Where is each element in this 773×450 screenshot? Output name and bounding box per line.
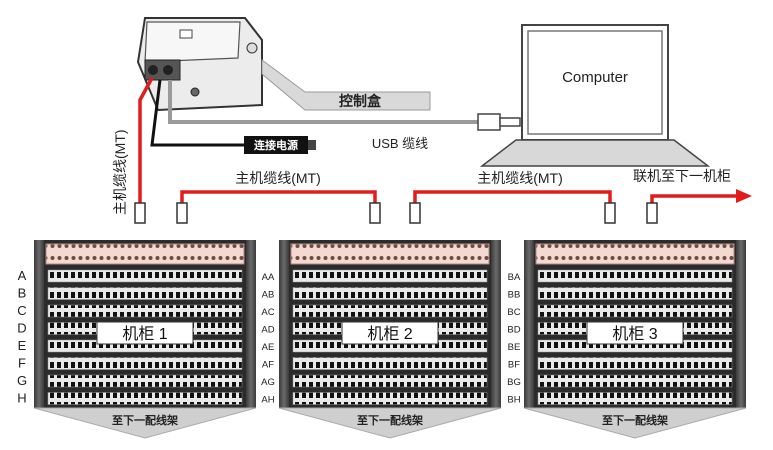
- cabinet-rail-left: [524, 240, 534, 408]
- cabinet-2: AA AB AC AD AE AF AG AH 机柜 2 至下一配线架: [261, 240, 502, 439]
- patch-panel-row: [537, 304, 733, 318]
- row-label: AC: [261, 307, 274, 318]
- usb-cable: [168, 80, 480, 124]
- power-cable: [150, 79, 244, 147]
- cabinet-name-box: [586, 321, 684, 345]
- cabinet-name-box: [341, 321, 439, 345]
- next-panel-label: 至下一配线架: [602, 413, 668, 427]
- next-cabinet-label: 联机至下一机柜: [633, 168, 731, 184]
- usb-plug: [477, 113, 501, 131]
- patch-panel-row: [47, 374, 243, 388]
- main-cable-2: [413, 190, 612, 205]
- row-label: D: [17, 321, 26, 336]
- tray-arrow: [278, 407, 502, 439]
- main-cable-vertical: [138, 77, 154, 205]
- row-label: BC: [507, 307, 520, 318]
- row-label: H: [17, 391, 26, 406]
- main-cable-vertical-label: 主机缆线(MT): [112, 129, 128, 215]
- patch-panel-row: [47, 304, 243, 318]
- laptop-base: [479, 139, 711, 167]
- computer-laptop: Computer: [479, 24, 711, 167]
- cabinet-top-panel: [45, 243, 245, 265]
- cabinet-rail-left: [279, 240, 289, 408]
- tray-arrow: [33, 407, 257, 439]
- tray-arrow: [523, 407, 747, 439]
- cable-connectors: [134, 202, 658, 224]
- cabinet-rail-right: [491, 240, 501, 408]
- main-cable-2-label: 主机缆线(MT): [477, 170, 563, 186]
- next-cabinet-cable: [650, 194, 738, 205]
- row-label: E: [18, 338, 27, 353]
- row-label: AE: [262, 342, 275, 353]
- row-label: AG: [261, 377, 275, 388]
- row-label: B: [18, 286, 27, 301]
- patch-panel-row: [292, 304, 488, 318]
- cabinet-name-box: [96, 321, 194, 345]
- cabinet-top-panel: [290, 243, 490, 265]
- row-label: G: [17, 373, 27, 388]
- power-plug: [244, 136, 308, 154]
- computer-label: Computer: [562, 69, 628, 86]
- row-label: BA: [508, 272, 521, 283]
- cabinet-name: 机柜 2: [367, 325, 412, 343]
- row-label: BH: [507, 395, 520, 406]
- row-label: BD: [507, 325, 520, 336]
- main-cable-1-label: 主机缆线(MT): [235, 170, 321, 186]
- main-cable-1: [180, 190, 377, 205]
- cabinet-rail-left: [34, 240, 44, 408]
- cabinet-name: 机柜 3: [612, 325, 657, 343]
- next-panel-label: 至下一配线架: [112, 413, 178, 427]
- patch-panel-row: [537, 374, 733, 388]
- row-label: F: [18, 356, 26, 371]
- patch-panel-row: [47, 392, 243, 405]
- row-label: AB: [262, 290, 275, 301]
- cabinet-rail-right: [736, 240, 746, 408]
- row-label: BE: [508, 342, 521, 353]
- row-label: A: [18, 268, 27, 283]
- patch-panel-row: [292, 374, 488, 388]
- cabinet-rail-right: [246, 240, 256, 408]
- usb-label: USB 缆线: [372, 136, 428, 151]
- row-label: C: [17, 303, 26, 318]
- patch-panel-row: [292, 392, 488, 405]
- power-label: 连接电源: [254, 138, 298, 152]
- patch-panel-row: [47, 357, 243, 370]
- row-label: BG: [507, 377, 521, 388]
- control-box-ports: [144, 59, 181, 81]
- control-box-callout: [261, 59, 431, 111]
- row-label: BF: [508, 360, 520, 371]
- patch-panel-row: [292, 287, 488, 300]
- cabinet-3: BA BB BC BD BE BF BG BH 机柜 3 至下一配线架: [507, 240, 747, 439]
- row-label: AF: [262, 360, 274, 371]
- next-cabinet-arrow-icon: [736, 189, 752, 203]
- row-label: AD: [261, 325, 274, 336]
- patch-panel-row: [537, 357, 733, 370]
- patch-panel-row: [537, 269, 733, 283]
- computer-screen: [527, 30, 663, 135]
- cabinet-name: 机柜 1: [122, 325, 167, 343]
- row-label: AH: [261, 395, 274, 406]
- patch-panel-row: [292, 269, 488, 283]
- patch-panel-row: [537, 392, 733, 405]
- row-label: BB: [508, 290, 521, 301]
- patch-panel-row: [47, 269, 243, 283]
- control-box-label: 控制盒: [339, 93, 382, 109]
- patch-panel-row: [47, 287, 243, 300]
- cabinet-top-panel: [535, 243, 735, 265]
- patch-panel-row: [292, 357, 488, 370]
- row-label: AA: [262, 272, 275, 283]
- patch-panel-row: [537, 287, 733, 300]
- next-panel-label: 至下一配线架: [357, 413, 423, 427]
